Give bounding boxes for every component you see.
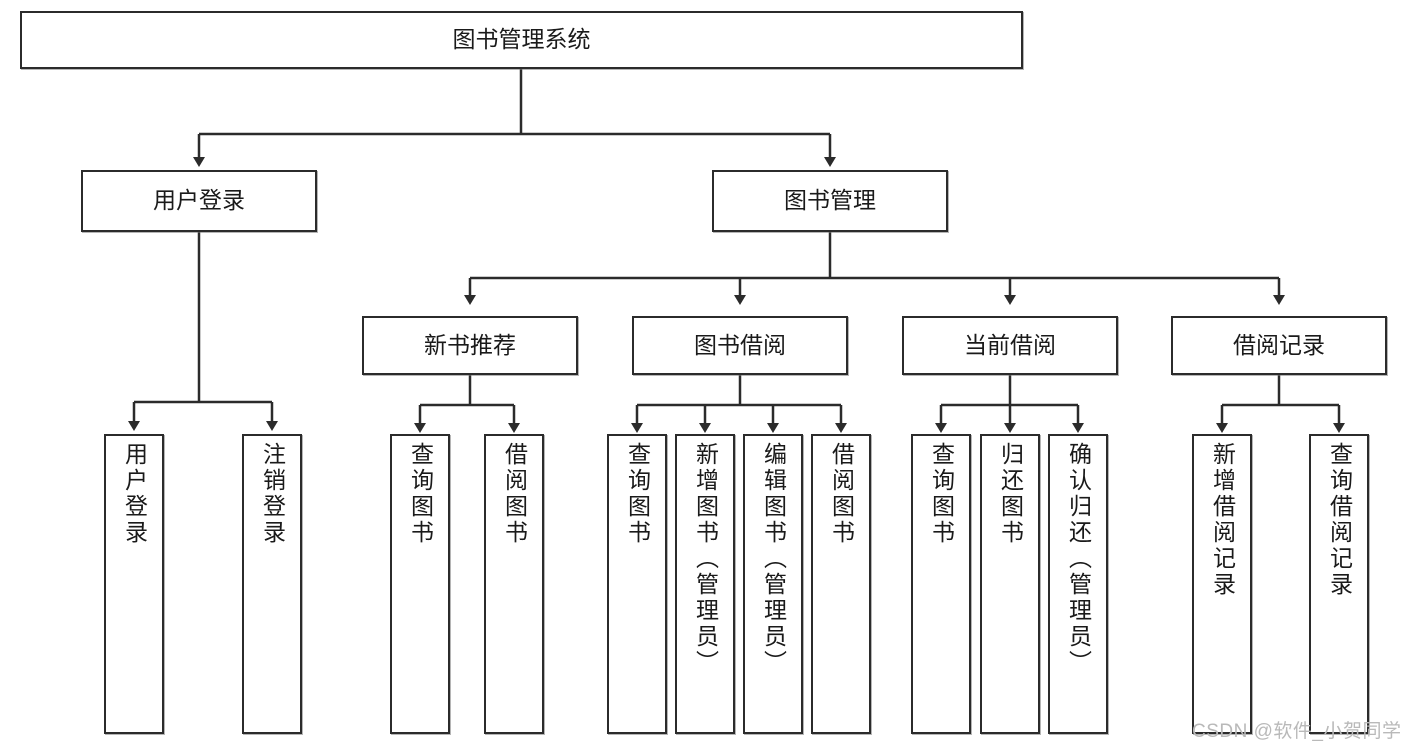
leaf-borrow-borrow-book[interactable]: 借阅图书 bbox=[811, 434, 871, 734]
leaf-current-query-book[interactable]: 查询图书 bbox=[911, 434, 971, 734]
node-label: 编辑图书（管理员） bbox=[760, 442, 787, 676]
node-book-management[interactable]: 图书管理 bbox=[712, 170, 948, 232]
node-label: 借阅图书 bbox=[501, 442, 528, 546]
node-user-login[interactable]: 用户登录 bbox=[81, 170, 317, 232]
node-label: 新增图书（管理员） bbox=[692, 442, 719, 676]
node-label: 新增借阅记录 bbox=[1209, 442, 1236, 598]
node-label: 注销登录 bbox=[259, 442, 286, 546]
leaf-borrow-query-book[interactable]: 查询图书 bbox=[607, 434, 667, 734]
node-current-borrow[interactable]: 当前借阅 bbox=[902, 316, 1118, 375]
node-label: 查询图书 bbox=[928, 442, 955, 546]
node-label: 归还图书 bbox=[997, 442, 1024, 546]
node-new-book-recommend[interactable]: 新书推荐 bbox=[362, 316, 578, 375]
node-label: 图书管理系统 bbox=[452, 26, 591, 53]
leaf-borrow-add-book-admin[interactable]: 新增图书（管理员） bbox=[675, 434, 735, 734]
node-label: 用户登录 bbox=[153, 187, 245, 214]
node-label: 用户登录 bbox=[121, 442, 148, 546]
node-label: 借阅图书 bbox=[828, 442, 855, 546]
node-label: 借阅记录 bbox=[1233, 331, 1325, 358]
node-label: 图书管理 bbox=[784, 187, 876, 214]
leaf-record-query-record[interactable]: 查询借阅记录 bbox=[1309, 434, 1369, 734]
leaf-recommend-borrow-book[interactable]: 借阅图书 bbox=[484, 434, 544, 734]
node-label: 查询图书 bbox=[624, 442, 651, 546]
leaf-borrow-edit-book-admin[interactable]: 编辑图书（管理员） bbox=[743, 434, 803, 734]
node-borrow-record[interactable]: 借阅记录 bbox=[1171, 316, 1387, 375]
node-label: 查询图书 bbox=[407, 442, 434, 546]
leaf-current-return-book[interactable]: 归还图书 bbox=[980, 434, 1040, 734]
leaf-user-logout[interactable]: 注销登录 bbox=[242, 434, 302, 734]
node-label: 查询借阅记录 bbox=[1326, 442, 1353, 598]
leaf-record-add-record[interactable]: 新增借阅记录 bbox=[1192, 434, 1252, 734]
node-label: 图书借阅 bbox=[694, 331, 786, 358]
node-root-system[interactable]: 图书管理系统 bbox=[20, 11, 1023, 69]
leaf-current-confirm-return-admin[interactable]: 确认归还（管理员） bbox=[1048, 434, 1108, 734]
node-book-borrow[interactable]: 图书借阅 bbox=[632, 316, 848, 375]
leaf-recommend-query-book[interactable]: 查询图书 bbox=[390, 434, 450, 734]
node-label: 当前借阅 bbox=[964, 331, 1056, 358]
node-label: 确认归还（管理员） bbox=[1065, 442, 1092, 676]
leaf-user-login[interactable]: 用户登录 bbox=[104, 434, 164, 734]
node-label: 新书推荐 bbox=[424, 331, 516, 358]
